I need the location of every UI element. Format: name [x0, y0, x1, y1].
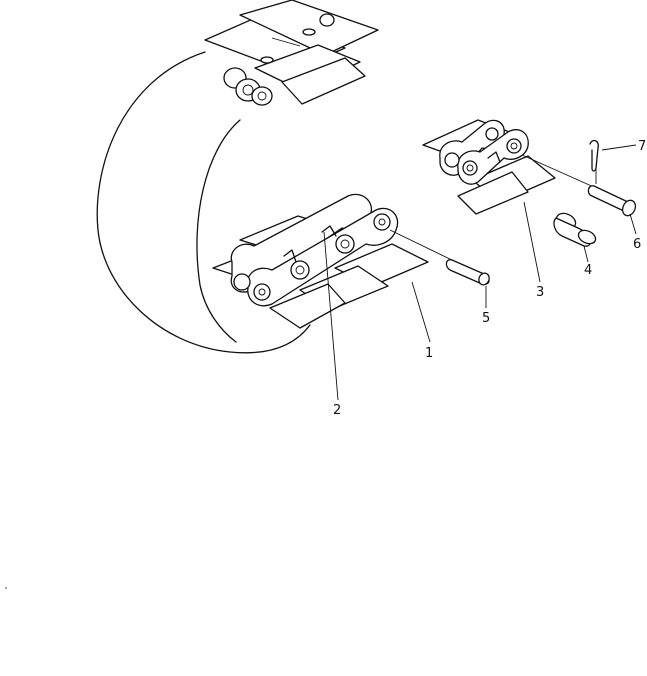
bushing-part [553, 212, 597, 247]
callout-5: 5 [482, 311, 490, 326]
callout-2: 2 [333, 403, 341, 418]
main-chain-assembly [212, 193, 429, 329]
scan-speck [5, 587, 7, 589]
track-loop [96, 51, 311, 354]
leader-lines [323, 144, 637, 401]
callout-3: 3 [536, 285, 544, 300]
callout-1: 1 [425, 346, 433, 361]
master-pin-part-6 [521, 154, 637, 217]
cotter-pin-part-7 [589, 139, 599, 184]
pin-part-5 [389, 229, 490, 286]
exploded-link-assembly [422, 119, 556, 215]
callout-7: 7 [638, 139, 646, 154]
callout-6: 6 [633, 237, 641, 252]
callout-4: 4 [584, 263, 592, 278]
callouts: 1 2 3 4 5 6 7 [333, 139, 646, 418]
top-shoe-assembly [204, 0, 379, 106]
